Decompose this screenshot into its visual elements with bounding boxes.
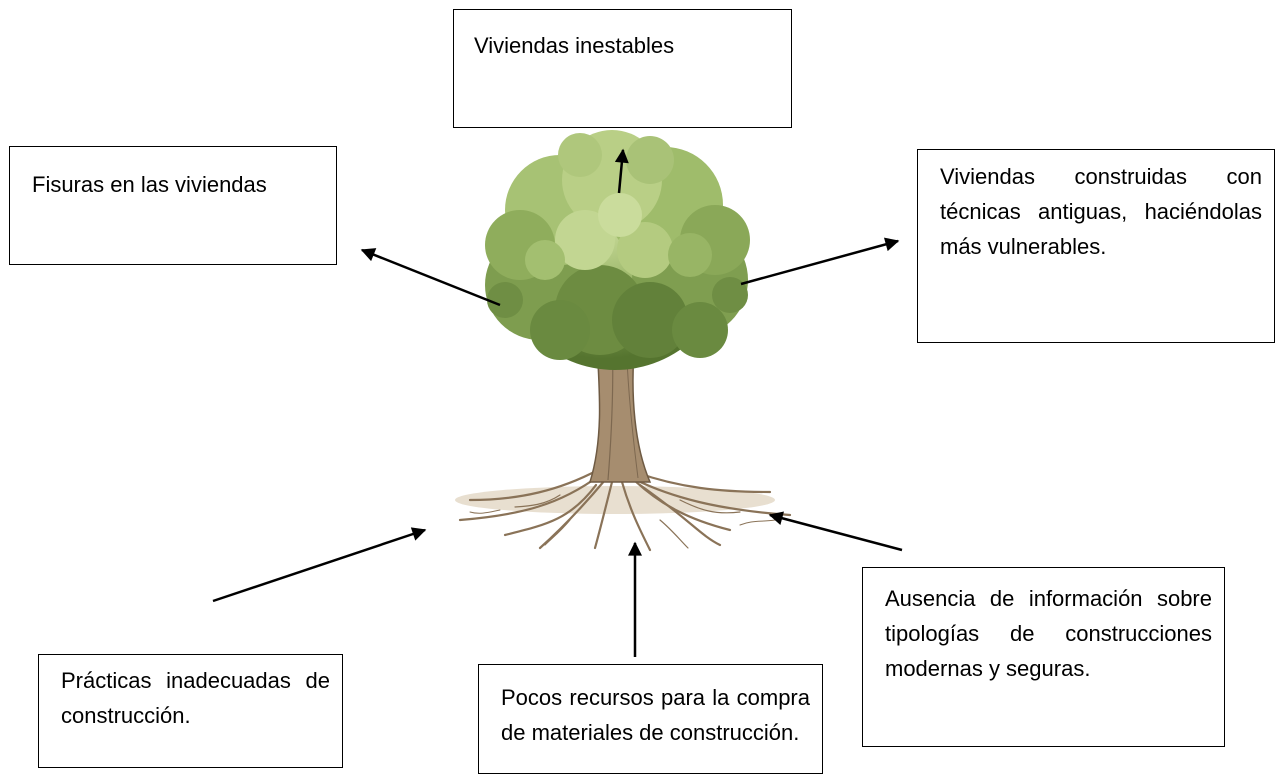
- cause-box-left: Prácticas inadecuadas de construcción.: [38, 654, 343, 768]
- effect-right-text: Viviendas construidas con técnicas antig…: [940, 164, 1262, 259]
- effect-box-left: Fisuras en las viviendas: [9, 146, 337, 265]
- effect-box-right: Viviendas construidas con técnicas antig…: [917, 149, 1275, 343]
- arrow-to-top-effect: [614, 148, 629, 194]
- tree-illustration: [455, 130, 792, 552]
- cause-middle-text: Pocos recursos para la compra de materia…: [501, 685, 810, 745]
- arrow-to-left-effect: [360, 248, 501, 307]
- arrow-to-right-effect: [740, 237, 900, 286]
- effect-left-text: Fisuras en las viviendas: [32, 172, 267, 197]
- tree-roots: [458, 468, 792, 552]
- arrow-from-right-cause: [768, 511, 903, 552]
- cause-right-text: Ausencia de información sobre tipologías…: [885, 586, 1212, 681]
- arrows: [212, 148, 903, 657]
- tree-canopy: [485, 130, 750, 370]
- effect-box-top: Viviendas inestables: [453, 9, 792, 128]
- cause-box-middle: Pocos recursos para la compra de materia…: [478, 664, 823, 774]
- cause-box-right: Ausencia de información sobre tipologías…: [862, 567, 1225, 747]
- effect-top-text: Viviendas inestables: [474, 33, 675, 58]
- cause-left-text: Prácticas inadecuadas de construcción.: [61, 668, 330, 728]
- arrow-from-left-cause: [212, 527, 427, 603]
